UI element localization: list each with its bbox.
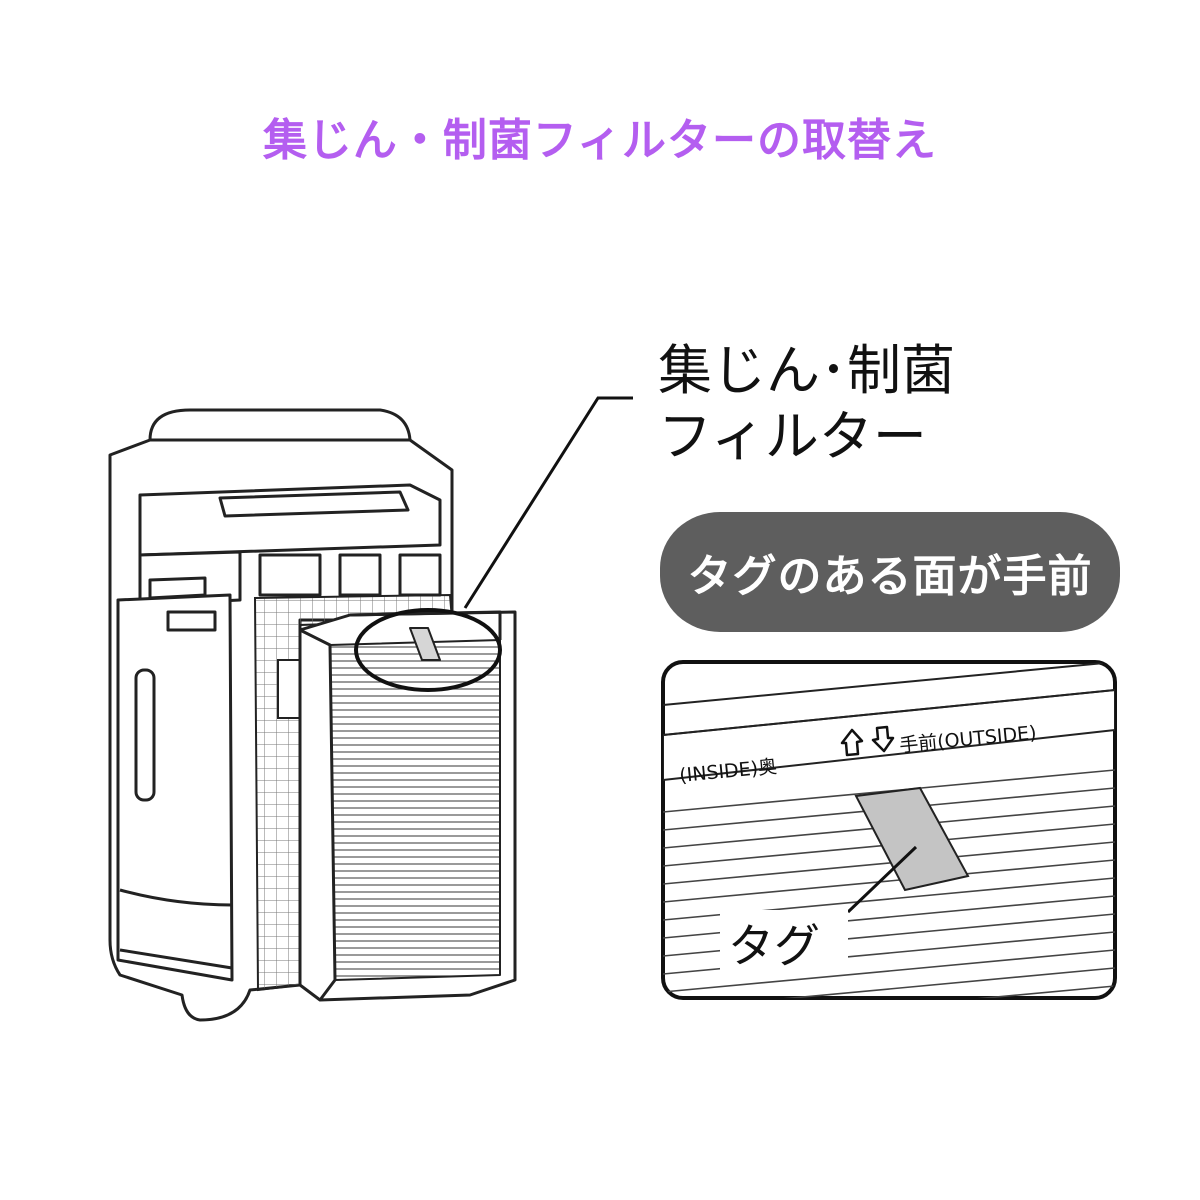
callout-leader-line (463, 396, 633, 609)
filter-callout-label: 集じん･制菌 フィルター (658, 338, 955, 470)
prefilter-mesh (253, 593, 454, 992)
tag-shape (854, 786, 970, 892)
up-arrow-icon (840, 728, 864, 757)
dust-filter-panel (298, 610, 517, 1002)
page-title: 集じん・制菌フィルターの取替え (262, 115, 938, 166)
down-arrow-icon (871, 725, 895, 753)
instruction-pill: タグのある面が手前 (660, 512, 1120, 632)
callout-line-2: フィルター (658, 405, 927, 468)
tag-highlight-ellipse (354, 608, 502, 692)
tag-closeup-inset: (INSIDE)奥 手前(OUTSIDE) タグ (661, 660, 1117, 1000)
callout-line-1: 集じん･制菌 (658, 339, 955, 402)
tag-label: タグ (728, 919, 820, 973)
